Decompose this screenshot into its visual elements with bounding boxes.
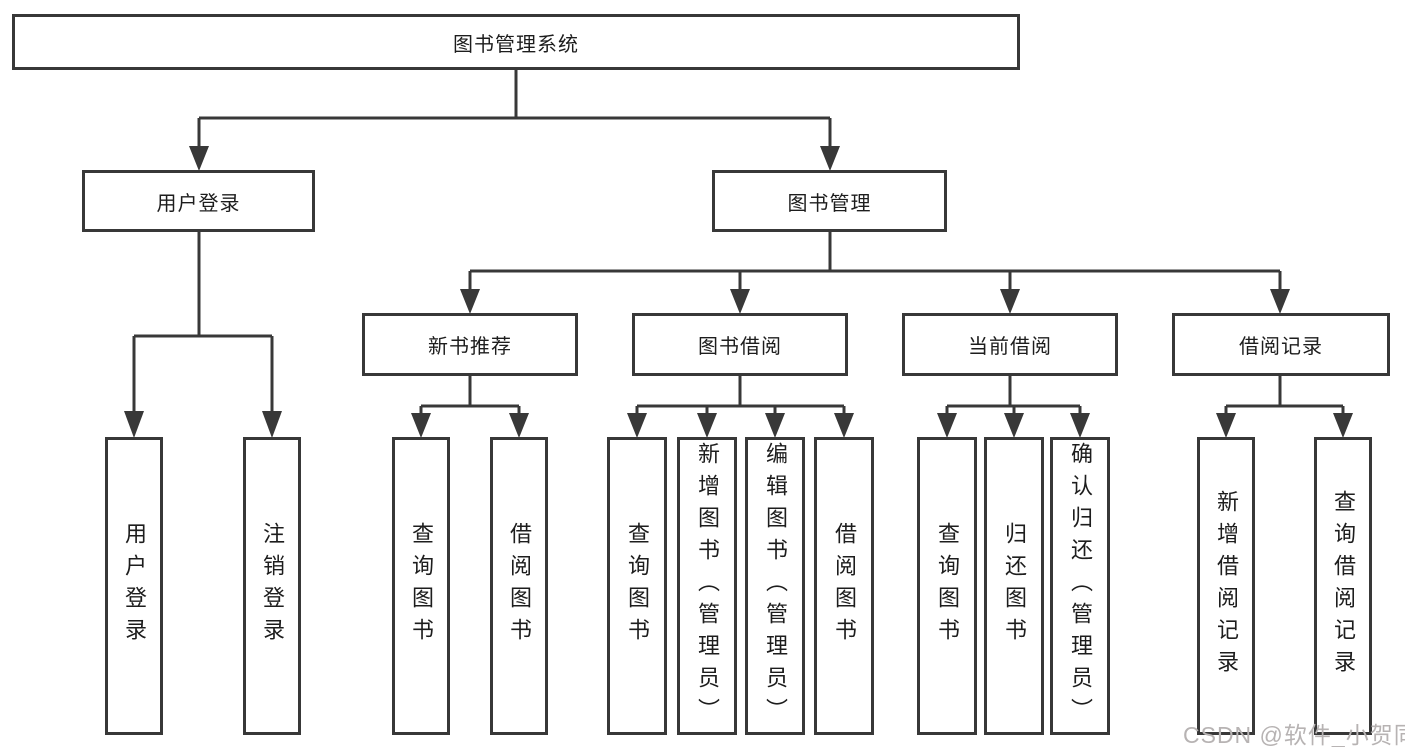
arrow-to-borrow-books-2	[834, 413, 854, 438]
arrow-to-new-book-recommend	[460, 289, 480, 314]
node-book-management: 图书管理	[712, 170, 947, 232]
node-query-books-2-label: 查询图书	[625, 522, 650, 650]
node-current-borrow: 当前借阅	[902, 313, 1118, 376]
node-borrow-books-1-label: 借阅图书	[507, 522, 532, 650]
node-confirm-return-admin-label: 确认归还（管理员）	[1068, 442, 1093, 730]
connector-current-borrow-branch	[937, 375, 1090, 438]
node-return-book-label: 归还图书	[1002, 522, 1027, 650]
arrow-to-user-login-group	[189, 146, 209, 171]
node-query-books-1: 查询图书	[392, 437, 450, 735]
node-add-borrow-record: 新增借阅记录	[1197, 437, 1255, 735]
node-new-book-recommend-label: 新书推荐	[428, 336, 512, 358]
node-user-login-group-label: 用户登录	[156, 192, 241, 215]
arrow-to-add-borrow-record	[1216, 413, 1236, 438]
arrow-to-query-books-1	[411, 413, 431, 438]
node-new-book-recommend: 新书推荐	[362, 313, 578, 376]
node-query-borrow-record-label: 查询借阅记录	[1331, 490, 1356, 682]
node-add-book-admin: 新增图书（管理员）	[677, 437, 737, 735]
node-query-books-1-label: 查询图书	[409, 522, 434, 650]
node-query-books-3-label: 查询图书	[935, 522, 960, 650]
connector-book-borrow-branch	[627, 375, 854, 438]
node-confirm-return-admin: 确认归还（管理员）	[1050, 437, 1110, 735]
arrow-to-edit-book-admin	[765, 413, 785, 438]
arrow-to-borrow-books-1	[509, 413, 529, 438]
arrow-to-user-login	[124, 411, 144, 438]
arrow-to-query-books-2	[627, 413, 647, 438]
node-add-book-admin-label: 新增图书（管理员）	[695, 442, 720, 730]
node-logout-label: 注销登录	[260, 522, 285, 650]
node-borrow-records: 借阅记录	[1172, 313, 1390, 376]
arrow-to-book-borrow	[730, 289, 750, 314]
arrow-to-logout	[262, 411, 282, 438]
connector-new-book-recommend-branch	[411, 375, 529, 438]
node-borrow-books-1: 借阅图书	[490, 437, 548, 735]
node-return-book: 归还图书	[984, 437, 1044, 735]
connector-book-management-branch	[460, 232, 1290, 314]
arrow-to-query-books-3	[937, 413, 957, 438]
node-edit-book-admin: 编辑图书（管理员）	[745, 437, 805, 735]
node-borrow-books-2-label: 借阅图书	[832, 522, 857, 650]
node-root-label: 图书管理系统	[453, 33, 579, 56]
node-user-login: 用户登录	[105, 437, 163, 735]
node-user-login-group: 用户登录	[82, 170, 315, 232]
node-current-borrow-label: 当前借阅	[968, 336, 1052, 358]
arrow-to-current-borrow	[1000, 289, 1020, 314]
node-add-borrow-record-label: 新增借阅记录	[1214, 490, 1239, 682]
node-borrow-books-2: 借阅图书	[814, 437, 874, 735]
arrow-to-book-management	[820, 146, 840, 171]
connector-borrow-records-branch	[1216, 375, 1353, 438]
arrow-to-confirm-return-admin	[1070, 413, 1090, 438]
node-user-login-label: 用户登录	[122, 522, 147, 650]
node-root: 图书管理系统	[12, 14, 1020, 70]
arrow-to-add-book-admin	[697, 413, 717, 438]
node-logout: 注销登录	[243, 437, 301, 735]
node-query-books-2: 查询图书	[607, 437, 667, 735]
connector-root-to-level2	[189, 70, 840, 171]
connector-user-login-branch	[124, 232, 282, 438]
node-book-borrow: 图书借阅	[632, 313, 848, 376]
node-query-borrow-record: 查询借阅记录	[1314, 437, 1372, 735]
node-borrow-records-label: 借阅记录	[1239, 336, 1323, 358]
arrow-to-borrow-records	[1270, 289, 1290, 314]
node-edit-book-admin-label: 编辑图书（管理员）	[763, 442, 788, 730]
watermark: CSDN @软件_小贺同学	[1183, 722, 1405, 747]
arrow-to-return-book	[1004, 413, 1024, 438]
node-query-books-3: 查询图书	[917, 437, 977, 735]
node-book-management-label: 图书管理	[787, 192, 872, 215]
node-book-borrow-label: 图书借阅	[698, 336, 782, 358]
arrow-to-query-borrow-record	[1333, 413, 1353, 438]
